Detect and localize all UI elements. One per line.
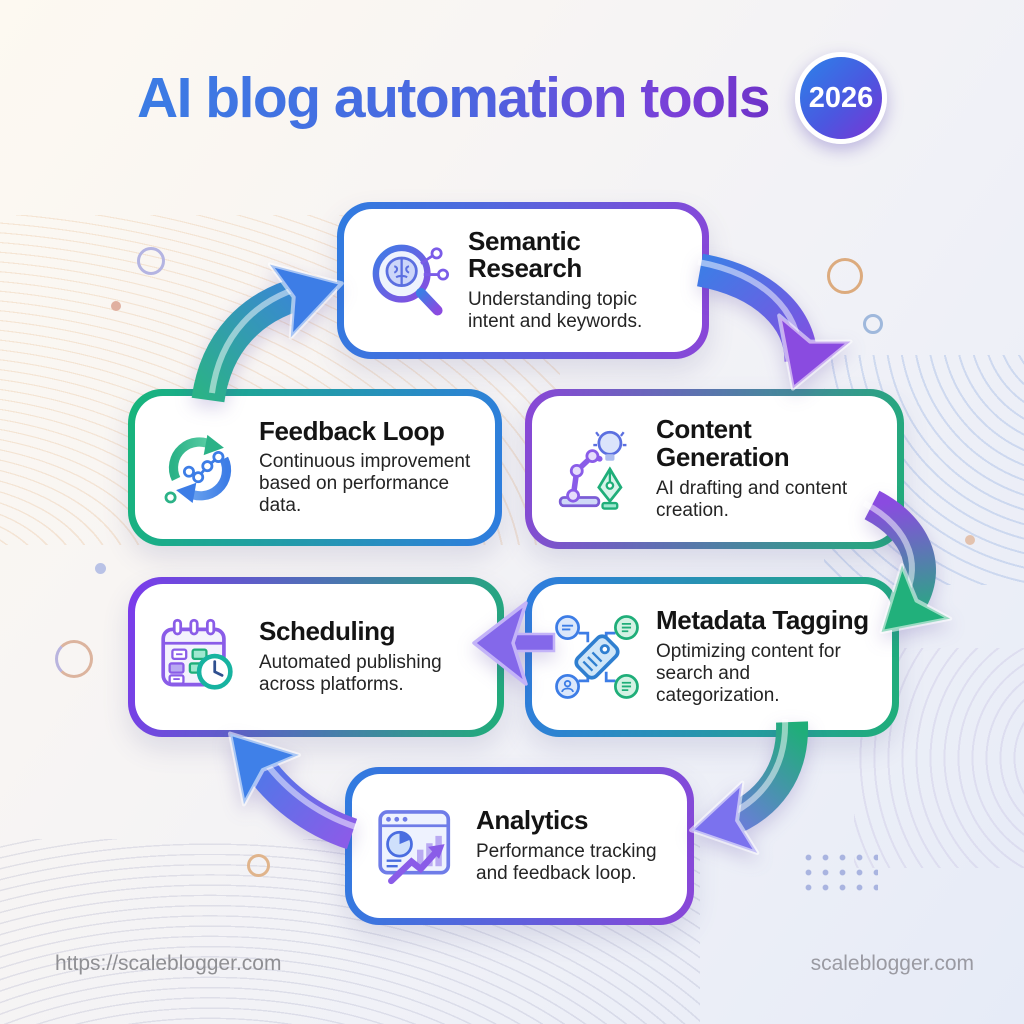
decor-ring <box>55 640 93 678</box>
analytics-dashboard-icon <box>366 800 468 892</box>
decor-ring <box>247 854 270 877</box>
decor-dot <box>95 563 106 574</box>
card-description: AI drafting and content creation. <box>656 477 848 521</box>
dot-grid <box>800 850 878 892</box>
card-metadata-tagging: Metadata Tagging Optimizing content for … <box>525 577 899 737</box>
cycle-arrows-icon <box>149 422 251 514</box>
card-description: Optimizing content for search and catego… <box>656 640 841 706</box>
card-title: Metadata Tagging <box>656 605 869 636</box>
robot-arm-bulb-pen-icon <box>546 423 648 515</box>
card-title: Analytics <box>476 805 589 836</box>
decor-dot <box>965 535 975 545</box>
page-title: AI blog automation tools <box>136 66 771 130</box>
card-description: Performance tracking and feedback loop. <box>476 840 657 884</box>
card-title: Semantic Research <box>468 225 582 284</box>
arrow-feedback-to-semantic <box>191 262 344 403</box>
header: AI blog automation tools 2026 <box>0 52 1024 144</box>
calendar-clock-icon <box>149 611 251 703</box>
brain-magnifier-icon <box>358 235 460 327</box>
card-semantic-research: Semantic Research Understanding topic in… <box>337 202 709 359</box>
decor-ring <box>863 314 883 334</box>
footer-url: https://scaleblogger.com <box>55 952 282 975</box>
tag-network-icon <box>546 611 648 703</box>
card-description: Automated publishing across platforms. <box>259 651 442 695</box>
card-content-generation: Content Generation AI drafting and conte… <box>525 389 904 549</box>
arrow-metadata-to-analytics <box>689 718 809 855</box>
decor-ring <box>137 247 165 275</box>
year-badge: 2026 <box>795 52 888 144</box>
card-scheduling: Scheduling Automated publishing across p… <box>128 577 504 737</box>
card-description: Continuous improvement based on performa… <box>259 451 471 517</box>
footer-domain: scaleblogger.com <box>810 952 974 975</box>
decor-ring <box>827 258 863 294</box>
card-title: Feedback Loop <box>259 415 445 446</box>
card-description: Understanding topic intent and keywords. <box>468 289 643 333</box>
decor-dot <box>111 301 121 311</box>
card-title: Content Generation <box>656 414 790 472</box>
card-analytics: Analytics Performance tracking and feedb… <box>345 767 694 925</box>
card-title: Scheduling <box>259 616 396 647</box>
arrow-semantic-to-content <box>696 253 853 391</box>
card-feedback-loop: Feedback Loop Continuous improvement bas… <box>128 389 502 546</box>
